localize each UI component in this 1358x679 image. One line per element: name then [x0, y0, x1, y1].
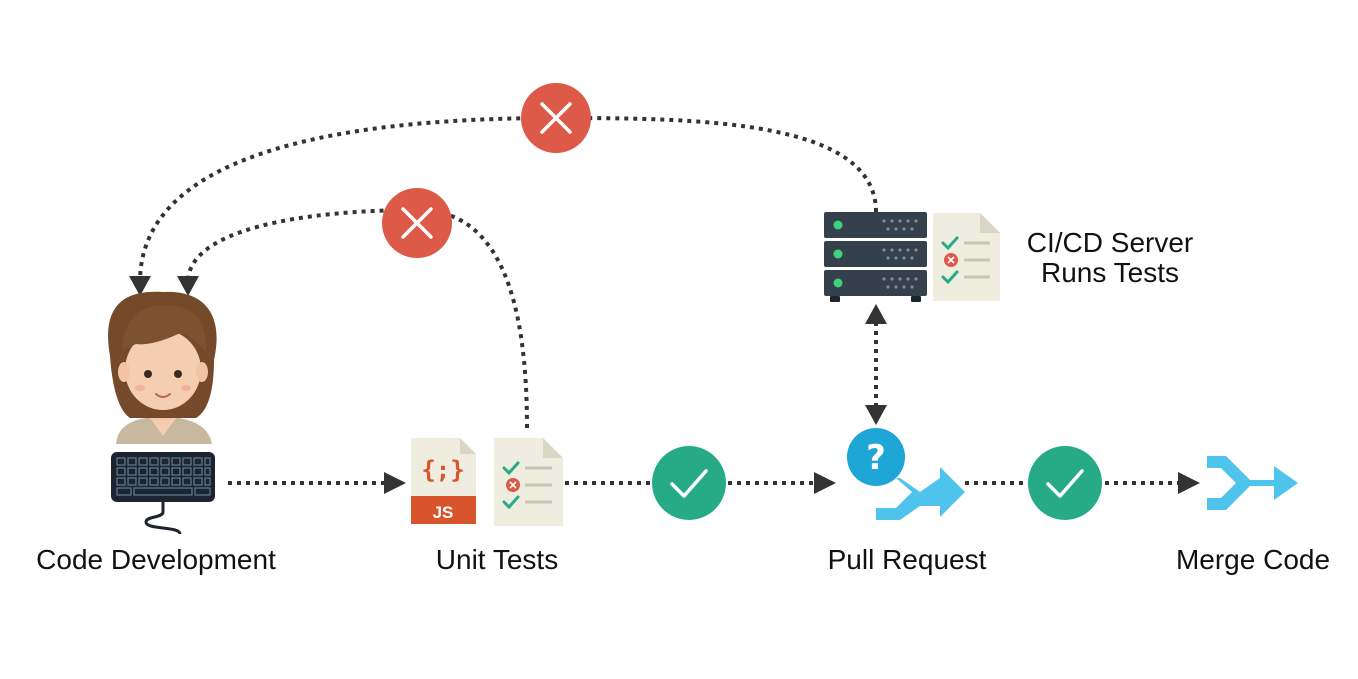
arrow-heads — [129, 276, 1200, 494]
failure-x-icon — [521, 83, 591, 153]
arrowhead-pr — [814, 472, 836, 494]
connectors — [138, 115, 1180, 485]
unit-test-failure-return-arrow — [186, 207, 529, 429]
failure-x-icon — [382, 188, 452, 258]
arrowhead-unit — [384, 472, 406, 494]
code-development-label: Code Development — [36, 544, 276, 575]
ci-cd-server-label-line2: Runs Tests — [1041, 257, 1179, 288]
pass-check-icon — [1028, 446, 1102, 520]
ci-server-icon — [824, 212, 927, 302]
arrowhead-ci-up — [865, 304, 887, 324]
ci-cd-server-label: CI/CD Server Runs Tests — [1010, 228, 1210, 288]
merge-code-label: Merge Code — [1175, 544, 1331, 575]
keyboard-icon — [111, 452, 215, 535]
arrowhead-pr-up — [865, 405, 887, 425]
unit-tests-label: Unit Tests — [435, 544, 559, 575]
arrowhead-merge — [1178, 472, 1200, 494]
js-file-tag: JS — [433, 503, 454, 522]
js-file-symbol: {;} — [421, 456, 464, 484]
ci-cd-server-label-line1: CI/CD Server — [1026, 227, 1194, 258]
javascript-file-icon: {;} JS — [411, 438, 476, 524]
pull-request-merge-icon — [876, 467, 965, 520]
question-icon: ? — [847, 428, 905, 486]
arrowhead-dev-inner — [177, 276, 199, 296]
pull-request-label: Pull Request — [827, 544, 987, 575]
keyboard-cable — [144, 502, 182, 535]
ci-test-report-document-icon — [933, 213, 1000, 301]
question-mark: ? — [866, 438, 886, 478]
developer-avatar-icon — [108, 291, 217, 444]
ci-failure-return-arrow — [138, 115, 878, 283]
pass-check-icon — [652, 446, 726, 520]
test-report-document-icon — [494, 438, 563, 526]
arrowhead-dev-outer — [129, 276, 151, 296]
merge-icon — [1207, 456, 1298, 510]
